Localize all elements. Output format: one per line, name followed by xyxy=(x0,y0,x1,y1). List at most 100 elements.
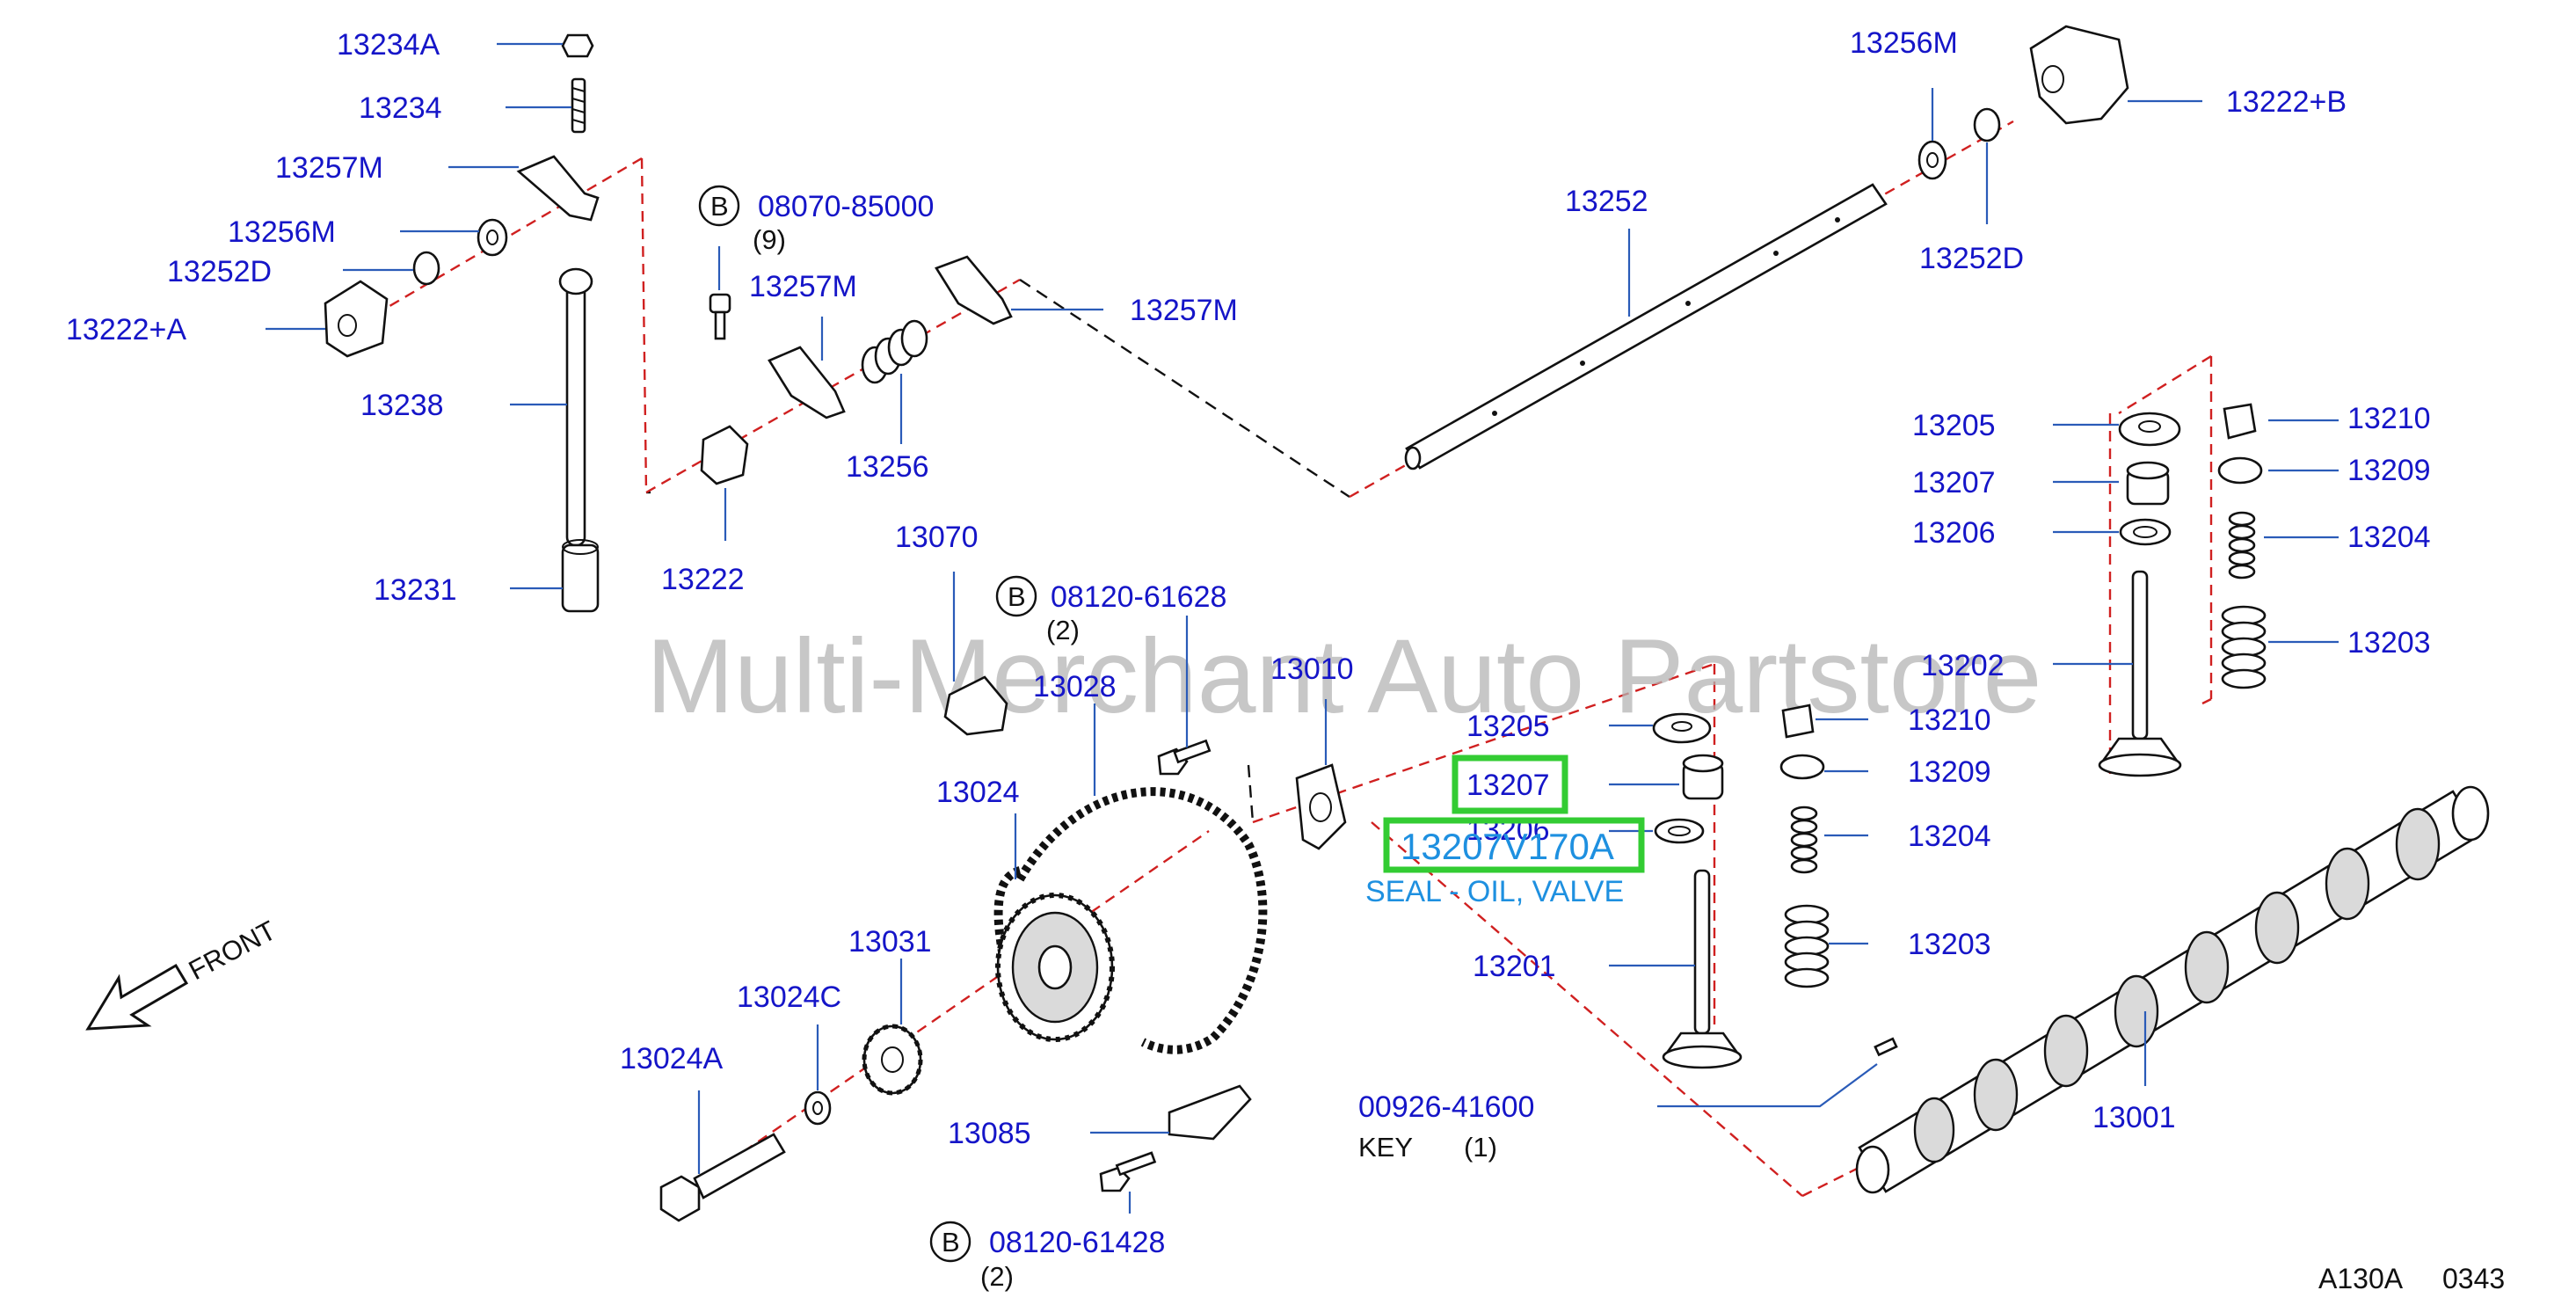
part-label-13257M[interactable]: 13257M xyxy=(1130,294,1238,327)
inner-spring-icon xyxy=(1790,806,1818,874)
part-label-13204[interactable]: 13204 xyxy=(2347,521,2431,554)
part-label-13024A[interactable]: 13024A xyxy=(620,1042,724,1075)
part-label-13234A[interactable]: 13234A xyxy=(337,28,440,62)
highlight-ref-label[interactable]: 13207 xyxy=(1466,769,1550,802)
part-label-13010[interactable]: 13010 xyxy=(1270,652,1354,686)
part-labels: 13234A 13234 13257M 13256M 13252D 13222+… xyxy=(66,26,2431,1292)
bracket-icon xyxy=(324,280,389,358)
retainer-icon xyxy=(1652,712,1712,744)
qty-00926-41600: (1) xyxy=(1464,1132,1497,1163)
rocker-arm-icon xyxy=(768,346,846,419)
figure-code: A130A xyxy=(2318,1263,2404,1294)
qty-08070: (9) xyxy=(753,224,786,255)
washer-icon xyxy=(477,218,508,257)
bolt-marker-b: B xyxy=(710,191,729,222)
part-label-13209[interactable]: 13209 xyxy=(2347,454,2431,487)
part-label-13256M[interactable]: 13256M xyxy=(228,215,336,249)
part-label-13024C[interactable]: 13024C xyxy=(737,981,841,1014)
lifter-icon xyxy=(561,543,600,613)
part-label-13001[interactable]: 13001 xyxy=(2092,1101,2176,1134)
camshaft-sprocket-plate-icon xyxy=(1295,763,1347,850)
part-label-13231[interactable]: 13231 xyxy=(374,573,457,607)
part-illustrations xyxy=(324,25,2490,1222)
spring-washer-icon xyxy=(412,251,440,286)
part-label-13205[interactable]: 13205 xyxy=(1912,409,1996,442)
collet-icon xyxy=(1781,704,1815,739)
inner-spring-icon xyxy=(2228,511,2256,580)
adjust-screw-icon xyxy=(571,77,586,134)
qty-08120-61428: (2) xyxy=(980,1261,1014,1292)
figure-number: 0343 xyxy=(2442,1263,2505,1294)
crank-gear-icon xyxy=(862,1024,923,1096)
seat-washer-icon xyxy=(2119,518,2172,546)
part-label-13203[interactable]: 13203 xyxy=(2347,626,2431,660)
part-label-13202[interactable]: 13202 xyxy=(1921,649,2005,682)
valve-icon xyxy=(2131,570,2149,740)
part-label-13256[interactable]: 13256 xyxy=(846,450,929,484)
part-label-13031[interactable]: 13031 xyxy=(848,925,932,959)
part-label-13257M[interactable]: 13257M xyxy=(749,270,857,303)
bolt-marker-b: B xyxy=(942,1227,960,1258)
highlight-part-number[interactable]: 13207V170A xyxy=(1401,826,1614,867)
part-label-13203[interactable]: 13203 xyxy=(1908,928,1991,961)
retainer-icon xyxy=(2118,412,2181,447)
part-label-13205[interactable]: 13205 xyxy=(1466,710,1550,743)
part-label-08120-61628[interactable]: 08120-61628 xyxy=(1051,580,1226,614)
leader-lines xyxy=(266,42,2339,1214)
washer-icon xyxy=(804,1090,832,1126)
part-label-13210[interactable]: 13210 xyxy=(1908,704,1991,737)
highlight-description: SEAL - OIL, VALVE xyxy=(1365,875,1624,908)
part-label-13070[interactable]: 13070 xyxy=(895,521,979,554)
highlighted-part[interactable]: 13207 13207V170A SEAL - OIL, VALVE xyxy=(1365,755,1645,908)
part-label-13210[interactable]: 13210 xyxy=(2347,402,2431,435)
crank-bolt-icon xyxy=(659,1133,786,1222)
part-label-13209[interactable]: 13209 xyxy=(1908,755,1991,789)
bolt-markers: B B B xyxy=(698,185,1037,1263)
key-icon xyxy=(1874,1037,1898,1057)
front-arrow-icon xyxy=(85,963,189,1031)
part-label-13204[interactable]: 13204 xyxy=(1908,820,1991,853)
part-label-13222[interactable]: 13222 xyxy=(661,563,745,596)
part-label-00926-41600[interactable]: 00926-41600 xyxy=(1358,1090,1534,1124)
part-label-13222A[interactable]: 13222+A xyxy=(66,313,186,346)
part-label-13024[interactable]: 13024 xyxy=(936,776,1020,809)
part-label-13028[interactable]: 13028 xyxy=(1033,670,1117,704)
part-label-13201[interactable]: 13201 xyxy=(1473,950,1556,983)
seat-washer-icon xyxy=(1654,818,1705,844)
part-label-13222B[interactable]: 13222+B xyxy=(2226,85,2347,119)
rocker-spring-icon xyxy=(861,319,928,384)
outer-spring-icon xyxy=(2221,605,2267,689)
highlight-box-part-number xyxy=(1383,817,1645,873)
crankshaft-sprocket-icon xyxy=(995,893,1115,1042)
spring-washer-icon xyxy=(1973,107,2001,142)
part-label-13085[interactable]: 13085 xyxy=(948,1117,1031,1150)
camshaft-icon xyxy=(1855,785,2490,1194)
part-label-13207[interactable]: 13207 xyxy=(1912,466,1996,499)
pushrod-icon xyxy=(565,280,586,547)
bolt-marker-circle xyxy=(698,185,740,227)
bolt-marker-b: B xyxy=(1008,581,1026,612)
part-label-13206[interactable]: 13206 xyxy=(1912,516,1996,550)
part-label-13252D[interactable]: 13252D xyxy=(167,255,272,288)
valve-icon xyxy=(1693,869,1711,1035)
part-label-08120-61428[interactable]: 08120-61428 xyxy=(989,1226,1165,1259)
bracket-icon xyxy=(700,425,749,485)
part-label-13238[interactable]: 13238 xyxy=(360,389,444,422)
chain-guide-icon xyxy=(1168,1084,1252,1141)
part-label-13257M[interactable]: 13257M xyxy=(275,151,383,185)
nut-icon xyxy=(561,33,594,58)
bolt-marker-circle xyxy=(929,1221,971,1263)
collet-icon xyxy=(2223,403,2257,440)
part-label-13234[interactable]: 13234 xyxy=(359,91,442,125)
rocker-arm-icon xyxy=(516,155,600,222)
part-label-13256M[interactable]: 13256M xyxy=(1850,26,1958,60)
spring-seat-icon xyxy=(2217,456,2263,485)
part-label-08070-85000[interactable]: 08070-85000 xyxy=(758,190,934,223)
part-label-13252D[interactable]: 13252D xyxy=(1919,242,2024,275)
rocker-shaft-icon xyxy=(1404,183,1888,470)
part-label-13252[interactable]: 13252 xyxy=(1565,185,1648,218)
outer-spring-icon xyxy=(1784,904,1830,988)
key-label: KEY xyxy=(1358,1132,1413,1163)
front-indicator: FRONT xyxy=(85,915,281,1031)
spring-seat-icon xyxy=(1779,754,1825,780)
